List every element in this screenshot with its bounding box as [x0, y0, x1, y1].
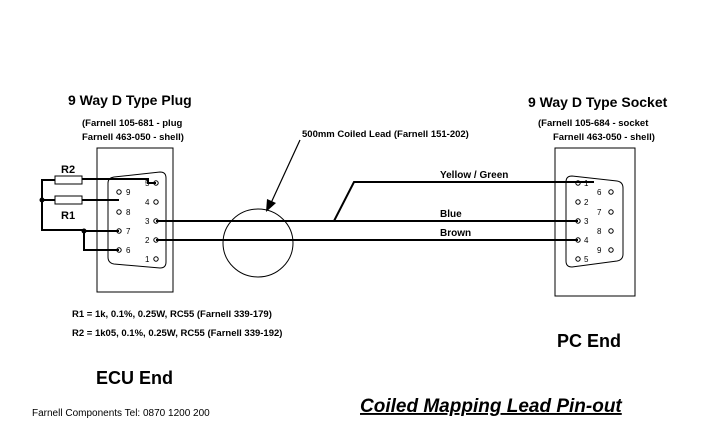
resistor-r2	[54, 175, 83, 185]
resistor-r2-label: R2	[61, 164, 75, 176]
right-connector-outline	[554, 147, 636, 297]
right-pin-5-label: 5	[584, 255, 589, 264]
left-pin-4-label: 4	[145, 198, 150, 207]
right-pin-2	[575, 199, 581, 205]
wire-blue-label: Blue	[440, 209, 462, 220]
left-pin-4	[153, 199, 159, 205]
ecu-end-label: ECU End	[96, 368, 173, 388]
left-connector-title: 9 Way D Type Plug	[68, 92, 192, 108]
pc-end-label: PC End	[557, 331, 621, 351]
wire-brown-label: Brown	[440, 228, 471, 239]
wire-yellow-green-label: Yellow / Green	[440, 170, 508, 181]
cable-label: 500mm Coiled Lead (Farnell 151-202)	[302, 129, 469, 140]
right-pin-1-label: 1	[584, 179, 589, 188]
resistor-r1-label: R1	[61, 210, 75, 222]
right-pin-3	[575, 218, 581, 224]
footer-contact: Farnell Components Tel: 0870 1200 200	[32, 408, 210, 419]
cable-label-arrow	[270, 139, 301, 204]
coiled-lead-symbol	[222, 208, 294, 278]
left-connector-shell	[107, 171, 167, 269]
left-pin-3-label: 3	[145, 217, 150, 226]
left-pin-2-label: 2	[145, 236, 150, 245]
r2-link-wire	[82, 178, 156, 184]
resistor-network: R2 R1	[39, 164, 156, 251]
right-pin-4	[575, 237, 581, 243]
right-connector-shell	[565, 175, 624, 268]
right-pin-5	[575, 256, 581, 262]
right-pin-7-label: 7	[597, 208, 602, 217]
right-pin-8-label: 8	[597, 227, 602, 236]
right-pin-4-label: 4	[584, 236, 589, 245]
right-pin-3-label: 3	[584, 217, 589, 226]
diagram-title: Coiled Mapping Lead Pin-out	[360, 396, 622, 417]
right-connector-title: 9 Way D Type Socket	[528, 94, 668, 110]
right-pin-6	[608, 189, 614, 195]
left-connector-part-1: (Farnell 105-681 - plug	[82, 118, 183, 129]
right-top-row-pins: 1 2 3 4 5	[575, 179, 589, 264]
right-pin-7	[608, 209, 614, 215]
right-pin-8	[608, 228, 614, 234]
left-pin-9	[116, 189, 122, 195]
junction-dot-1	[39, 197, 45, 203]
resistor-r1	[54, 195, 83, 205]
left-pin-9-label: 9	[126, 188, 131, 197]
left-pin-8	[116, 209, 122, 215]
pin6-wire	[83, 230, 119, 251]
bus-drop-wire	[41, 200, 84, 231]
right-pin-9-label: 9	[597, 246, 602, 255]
resistor-note-r2: R2 = 1k05, 0.1%, 0.25W, RC55 (Farnell 33…	[72, 328, 282, 339]
right-connector-part-2: Farnell 463-050 - shell)	[553, 132, 655, 143]
left-pin-1-label: 1	[145, 255, 150, 264]
right-pin-2-label: 2	[584, 198, 589, 207]
left-bottom-row-pins: 9 8 7 6	[116, 188, 131, 255]
resistor-note-r1: R1 = 1k, 0.1%, 0.25W, RC55 (Farnell 339-…	[72, 309, 272, 320]
right-pin-9	[608, 247, 614, 253]
junction-dot-2	[81, 228, 87, 234]
left-connector-part-2: Farnell 463-050 - shell)	[82, 132, 184, 143]
r2-left-wire	[41, 179, 55, 201]
right-connector-part-1: (Farnell 105-684 - socket	[538, 118, 649, 129]
right-bottom-row-pins: 6 7 8 9	[597, 188, 614, 255]
left-pin-7-label: 7	[126, 227, 131, 236]
cable-arrow-head	[266, 199, 276, 212]
left-pin-6-label: 6	[126, 246, 131, 255]
right-pin-6-label: 6	[597, 188, 602, 197]
left-pin-8-label: 8	[126, 208, 131, 217]
right-pin-1	[575, 180, 581, 186]
left-pin-1	[153, 256, 159, 262]
wire-yellow-green	[156, 181, 594, 222]
